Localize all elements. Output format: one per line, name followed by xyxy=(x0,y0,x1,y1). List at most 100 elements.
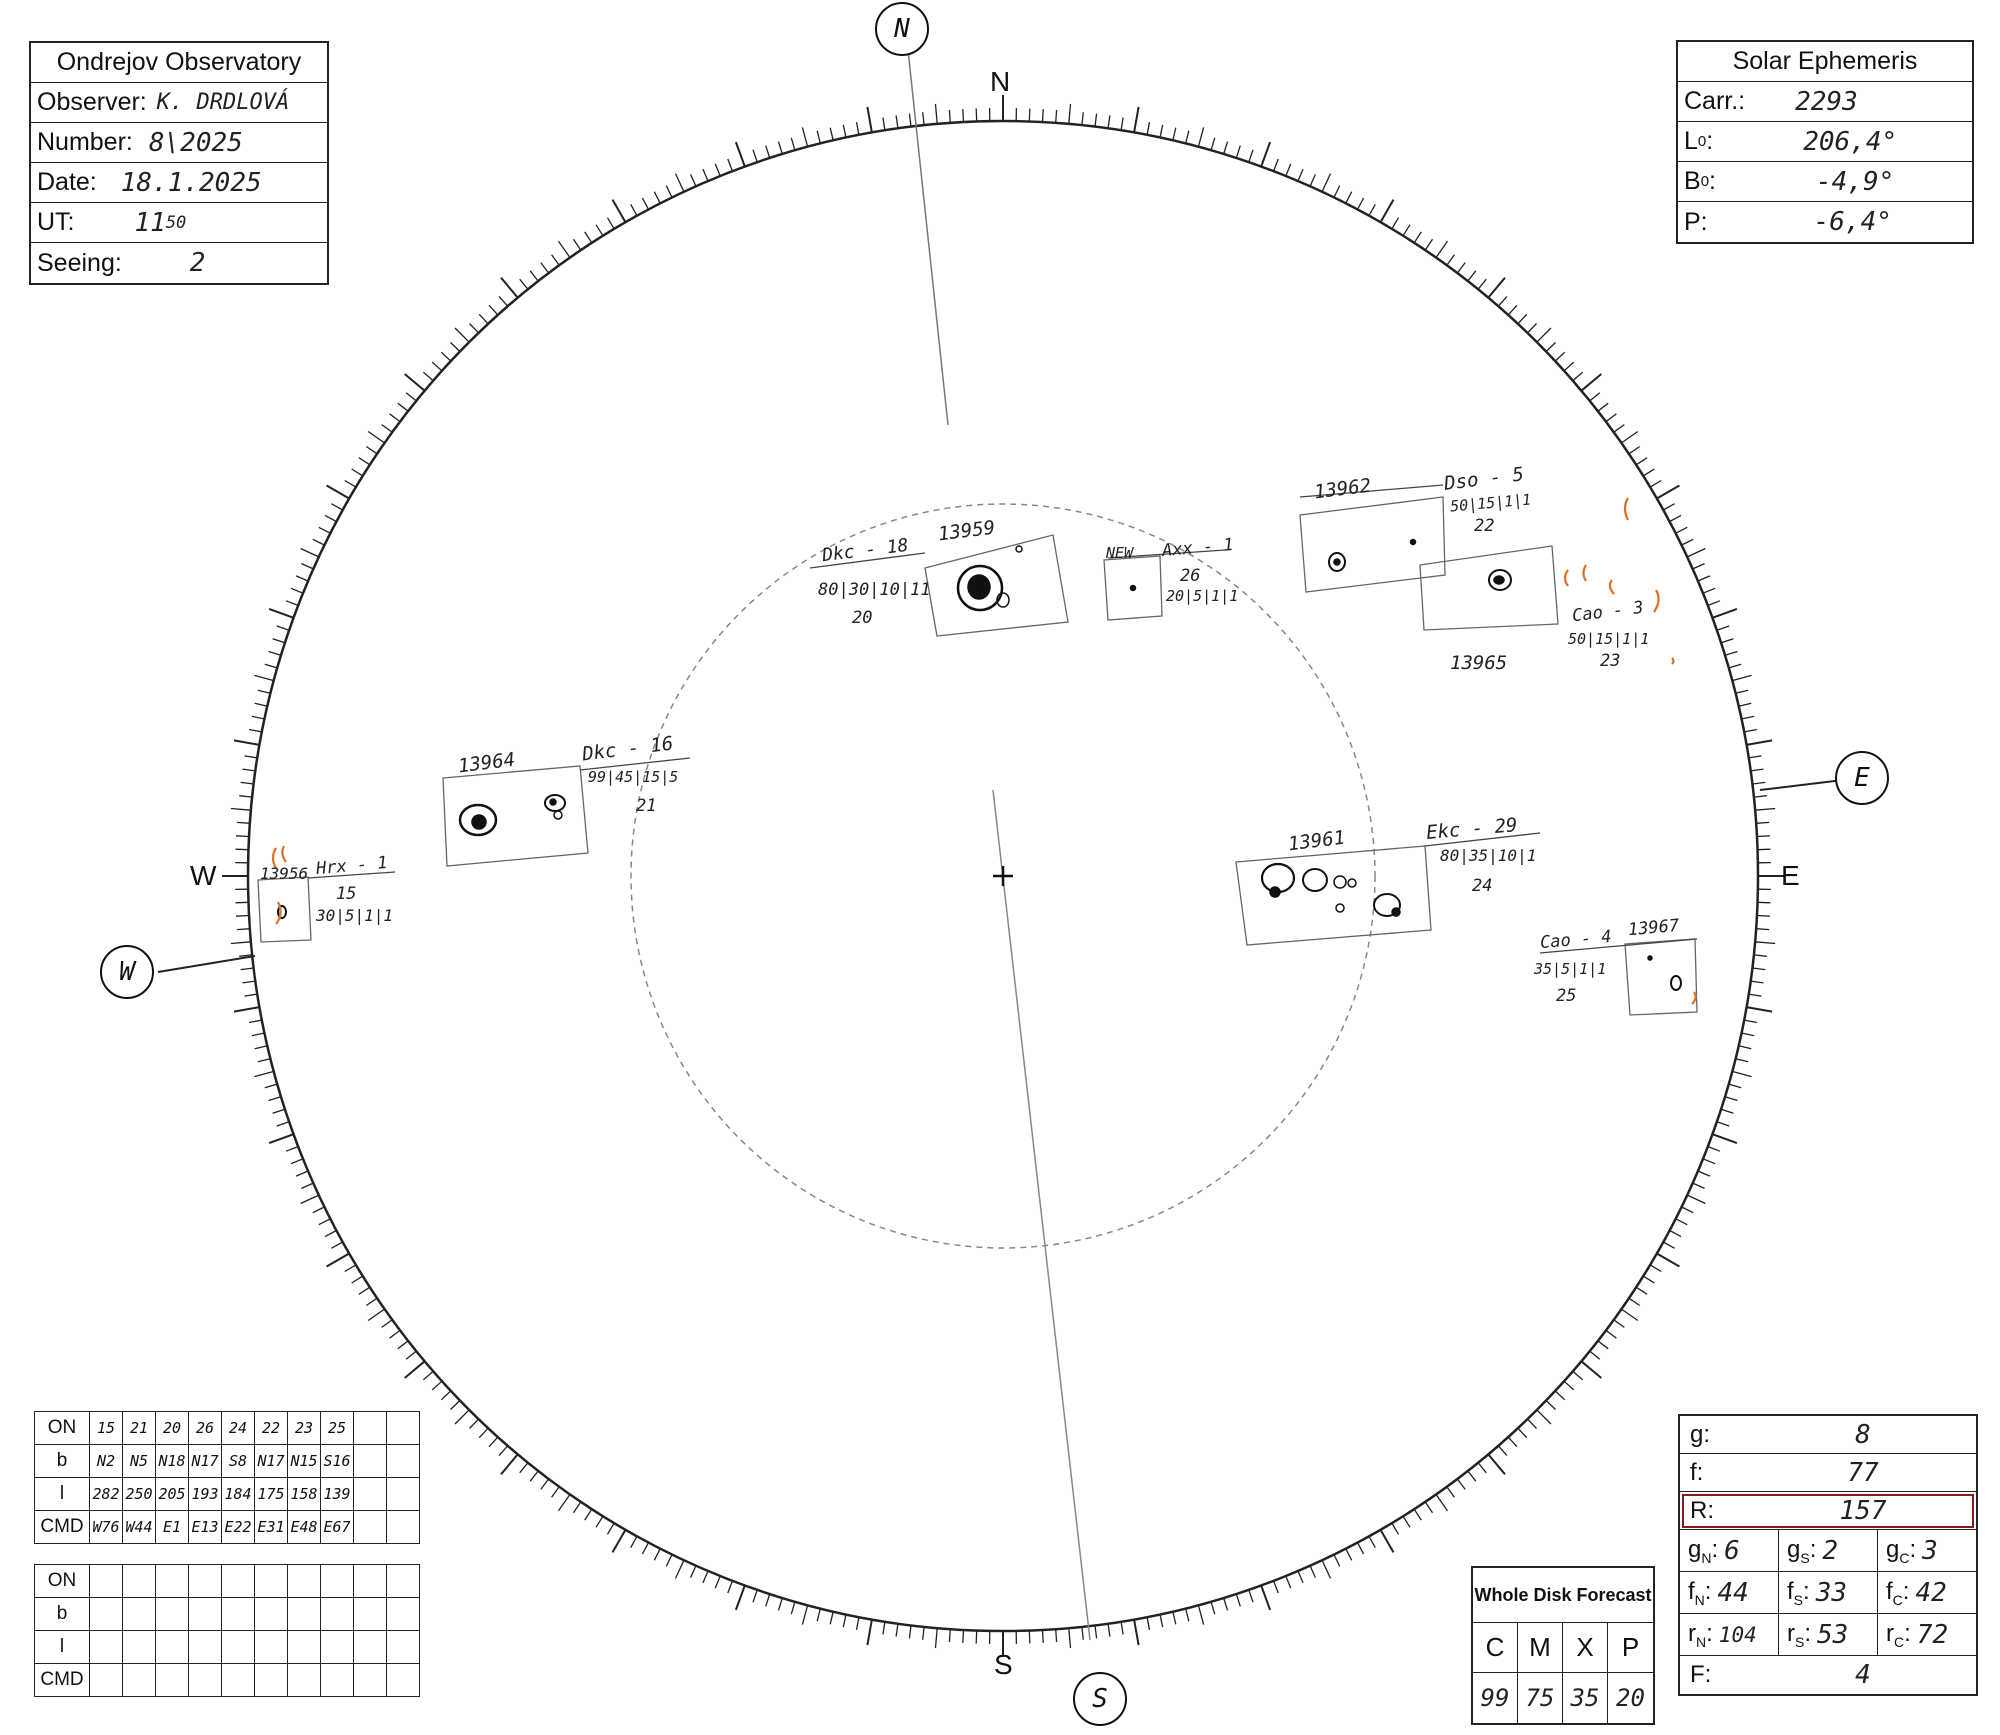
group-new-id: NEW xyxy=(1106,544,1134,562)
limb-tick xyxy=(606,217,615,230)
limb-tick xyxy=(1413,1508,1422,1521)
limb-tick xyxy=(404,1360,426,1379)
limb-tick xyxy=(242,980,256,984)
table2-row-b: b xyxy=(34,1597,420,1631)
limb-tick xyxy=(1642,1275,1655,1284)
summary-r-value: 157 xyxy=(1839,1495,1887,1526)
limb-tick xyxy=(1662,1241,1676,1249)
summary-g-value: 8 xyxy=(1855,1419,1871,1450)
date-label: Date: xyxy=(37,168,97,196)
p-row: P: -6,4° xyxy=(1678,202,1972,242)
limb-tick xyxy=(500,277,519,299)
limb-tick xyxy=(324,514,337,523)
limb-tick xyxy=(1702,587,1716,594)
group-13961-stats: 80|35|10|1 xyxy=(1440,846,1537,865)
limb-tick xyxy=(295,575,309,582)
limb-tick xyxy=(690,1565,697,1578)
limb-tick xyxy=(529,1470,539,1482)
limb-tick xyxy=(714,163,721,177)
compass-west: W xyxy=(190,860,217,891)
group-13964-extra: 21 xyxy=(636,796,657,816)
limb-tick xyxy=(765,145,771,159)
limb-tick xyxy=(1446,254,1455,266)
limb-tick xyxy=(488,304,499,316)
group-13956-id: 13956 xyxy=(260,864,309,883)
table2-row-cmd: CMD xyxy=(34,1663,420,1697)
limb-tick xyxy=(727,158,734,172)
limb-tick xyxy=(1081,1626,1084,1640)
limb-tick xyxy=(405,1350,417,1360)
group-13965-id: 13965 xyxy=(1450,652,1508,674)
limb-tick xyxy=(272,1108,286,1114)
limb-tick xyxy=(1746,1006,1773,1013)
limb-tick xyxy=(236,835,250,838)
limb-tick xyxy=(1597,402,1609,412)
observer-row: Observer: K. DRDLOVÁ xyxy=(31,83,327,123)
limb-tick xyxy=(1605,1329,1617,1339)
limb-tick xyxy=(1379,199,1395,223)
limb-tick xyxy=(1467,1470,1477,1482)
limb-tick xyxy=(1743,1019,1758,1024)
group-box-13956 xyxy=(257,876,312,943)
sunspot-13965 xyxy=(1488,569,1512,591)
compass-south: S xyxy=(994,1649,1013,1680)
limb-tick xyxy=(1728,1083,1742,1089)
limb-tick xyxy=(240,967,254,971)
limb-tick xyxy=(254,1070,274,1078)
number-value: 8\2025 xyxy=(148,127,243,158)
summary-g-split-row: gN:6 gS:2 gC:3 xyxy=(1680,1530,1976,1572)
limb-tick xyxy=(1536,1409,1552,1425)
limb-tick xyxy=(922,1626,925,1640)
limb-tick xyxy=(1753,954,1767,957)
limb-tick xyxy=(734,141,746,167)
limb-tick xyxy=(1159,124,1164,138)
limb-tick xyxy=(285,600,299,607)
limb-tick xyxy=(272,638,286,644)
limb-tick xyxy=(1720,638,1734,644)
limb-tick xyxy=(290,587,304,594)
limb-tick xyxy=(404,373,426,392)
group-13959-stats: 80|30|10|11 xyxy=(818,580,931,600)
limb-tick xyxy=(1741,1032,1755,1037)
limb-tick xyxy=(1697,575,1711,582)
group-new-stats: 20|5|1|1 xyxy=(1166,587,1239,605)
group-13965-stats: 50|15|1|1 xyxy=(1568,630,1650,648)
limb-tick xyxy=(1702,1158,1716,1165)
limb-tick xyxy=(254,674,274,682)
limb-tick xyxy=(1120,1621,1124,1635)
limb-tick xyxy=(1527,323,1537,334)
limb-tick xyxy=(405,392,417,402)
limb-tick xyxy=(1028,1630,1031,1644)
limb-tick xyxy=(1391,1522,1400,1535)
limb-tick xyxy=(324,1229,337,1238)
limb-tick xyxy=(1321,173,1332,192)
limb-tick xyxy=(236,928,250,931)
limb-tick xyxy=(714,1575,721,1589)
limb-tick xyxy=(233,1006,260,1013)
sunspot-13962 xyxy=(1328,552,1346,572)
group-13967-stats: 35|5|1|1 xyxy=(1534,960,1607,978)
limb-tick xyxy=(1743,728,1758,733)
observation-header-box: Ondrejov Observatory Observer: K. DRDLOV… xyxy=(29,41,329,285)
limb-tick xyxy=(381,1319,393,1328)
limb-tick xyxy=(344,1264,357,1273)
group-13962-extra: 22 xyxy=(1474,516,1495,536)
limb-tick xyxy=(1750,768,1764,772)
limb-tick xyxy=(1589,1350,1601,1360)
limb-tick xyxy=(1692,1182,1705,1189)
limb-tick xyxy=(1572,371,1584,382)
limb-tick xyxy=(236,821,250,824)
limb-tick xyxy=(630,1535,638,1549)
limb-tick xyxy=(1368,1535,1376,1549)
group-13956-extra: 15 xyxy=(336,884,357,904)
limb-tick xyxy=(1738,702,1752,707)
limb-tick xyxy=(540,262,550,274)
limb-tick xyxy=(301,563,314,570)
limb-tick xyxy=(330,1241,344,1249)
limb-tick xyxy=(1748,993,1762,997)
limb-degree-ticks xyxy=(222,95,1784,1657)
limb-tick xyxy=(842,1614,847,1628)
